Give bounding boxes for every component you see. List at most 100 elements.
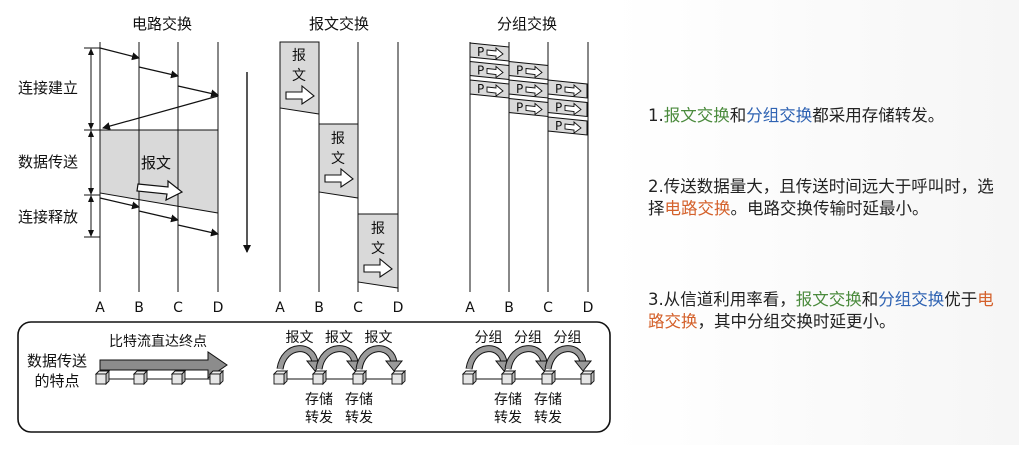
packet-node-label-d: D — [583, 300, 594, 316]
hop-label: 分组 — [475, 330, 503, 346]
packet-block-label: P — [516, 101, 523, 115]
packet-block-label: P — [555, 101, 562, 115]
circuit-node-cube — [170, 369, 187, 386]
store-label: 存储 — [534, 392, 562, 408]
hop-label: 报文 — [286, 330, 314, 346]
note-text-run: ，其中分组交换时延更小。 — [697, 312, 896, 331]
packet-node-cube — [579, 369, 596, 386]
switching-diagram: 电路交换 报文交换 分组交换 — [17, 15, 611, 433]
hop-label: 分组 — [514, 330, 542, 346]
packet-block: P — [547, 97, 588, 118]
message-block-2-label-top: 报 — [331, 131, 345, 147]
packet-node-cube — [540, 369, 557, 386]
note-text-run: 电路交换 — [648, 290, 994, 331]
packet-block-arrow — [486, 47, 504, 60]
packet-block: P — [508, 97, 549, 118]
circuit-data-arrow — [136, 179, 184, 202]
phase-span-data-head-bottom — [88, 188, 94, 195]
packet-block-arrow — [564, 84, 582, 97]
circuit-node-label-d: D — [213, 300, 224, 316]
circuit-data-label: 报文 — [141, 154, 171, 172]
phase-span-setup-head-top — [88, 48, 94, 55]
packet-block: P — [508, 79, 549, 99]
setup-ack-arrow — [102, 95, 219, 130]
circuit-node-label-c: C — [173, 300, 183, 316]
forward-label: 转发 — [345, 410, 373, 426]
packet-block-arrow — [486, 65, 504, 79]
hop-arrow — [315, 345, 365, 372]
release-arrow-2 — [138, 210, 179, 223]
hop-arrow — [544, 345, 593, 372]
forward-label: 转发 — [494, 410, 522, 426]
message-node-cube — [390, 369, 407, 386]
phase-label-release: 连接释放 — [18, 208, 78, 226]
message-block-1-label-top: 报 — [292, 48, 306, 64]
packet-block: P — [469, 79, 510, 99]
note-1: 1.报文交换和分组交换都采用存储转发。 — [648, 105, 1008, 127]
message-node-cube — [351, 369, 368, 386]
note-text-run: 1. — [648, 106, 664, 125]
circuit-panel: 报文 连接建立 数据传送 连接释放 A — [18, 42, 223, 316]
message-panel: 报 文 报 文 报 文 A B C D — [275, 41, 404, 316]
phase-span-data-head-top — [88, 130, 94, 137]
features-row-label-line1: 数据传送 — [27, 352, 87, 370]
phase-span-setup-head-bottom — [88, 123, 94, 130]
packet-block-label: P — [477, 64, 484, 78]
message-block-3-arrow — [363, 257, 393, 279]
packet-block-label: P — [477, 82, 484, 96]
release-arrow-3 — [177, 224, 219, 237]
message-node-label-d: D — [393, 300, 404, 316]
note-text-run: 报文交换 — [795, 290, 862, 309]
packet-block: P — [508, 60, 549, 81]
message-block-3-label-top: 报 — [371, 221, 385, 237]
packet-block: P — [469, 60, 510, 81]
packet-block-arrow — [564, 102, 582, 116]
message-node-label-a: A — [275, 300, 285, 316]
message-node-cube — [272, 369, 289, 386]
message-block-2-arrow — [324, 167, 354, 189]
packet-block-label: P — [477, 45, 484, 59]
release-arrow-1 — [99, 197, 140, 210]
message-feature-group: 报文报文报文存储转发存储转发 — [272, 330, 407, 426]
packet-block-label: P — [516, 82, 523, 96]
packet-block-label: P — [555, 119, 562, 133]
forward-label: 转发 — [305, 410, 333, 426]
note-text-run: 和 — [729, 106, 747, 125]
store-label: 存储 — [345, 392, 373, 408]
circuit-node-cube — [132, 369, 149, 386]
packet-node-cube — [500, 369, 517, 386]
packet-block-arrow — [564, 121, 582, 134]
panel-title-message: 报文交换 — [309, 15, 369, 33]
phase-label-setup: 连接建立 — [18, 79, 78, 97]
circuit-node-cube — [208, 369, 225, 386]
packet-block-arrow — [486, 84, 504, 97]
circuit-feature-nodes — [94, 369, 225, 386]
message-node-cube — [311, 369, 328, 386]
phase-span-release-head-top — [88, 195, 94, 202]
message-node-label-b: B — [314, 300, 324, 316]
phase-span-release-head-bottom — [88, 230, 94, 237]
message-block-1-arrow — [285, 84, 315, 106]
packet-block-arrow — [525, 102, 543, 116]
note-text-run: 3.从信道利用率看， — [648, 290, 796, 309]
note-text-run: 和 — [861, 290, 879, 309]
store-label: 存储 — [494, 392, 522, 408]
note-text-run: 分组交换 — [878, 290, 945, 309]
packet-node-label-a: A — [465, 300, 475, 316]
packet-block-label: P — [516, 64, 523, 78]
hop-label: 报文 — [325, 330, 353, 346]
setup-arrow-1 — [99, 47, 140, 61]
message-block-2-label-bottom: 文 — [331, 151, 345, 167]
packet-block-arrow — [525, 65, 543, 79]
store-label: 存储 — [305, 392, 333, 408]
packet-block: P — [547, 79, 588, 99]
note-text-run: 电路交换 — [664, 199, 731, 218]
note-3: 3.从信道利用率看，报文交换和分组交换优于电路交换，其中分组交换时延更小。 — [648, 289, 1008, 333]
panel-title-circuit: 电路交换 — [132, 15, 192, 33]
features-row-label-line2: 的特点 — [34, 372, 79, 390]
switching-comparison-figure: 电路交换 报文交换 分组交换 — [17, 15, 611, 433]
packet-block-label: P — [555, 82, 562, 96]
